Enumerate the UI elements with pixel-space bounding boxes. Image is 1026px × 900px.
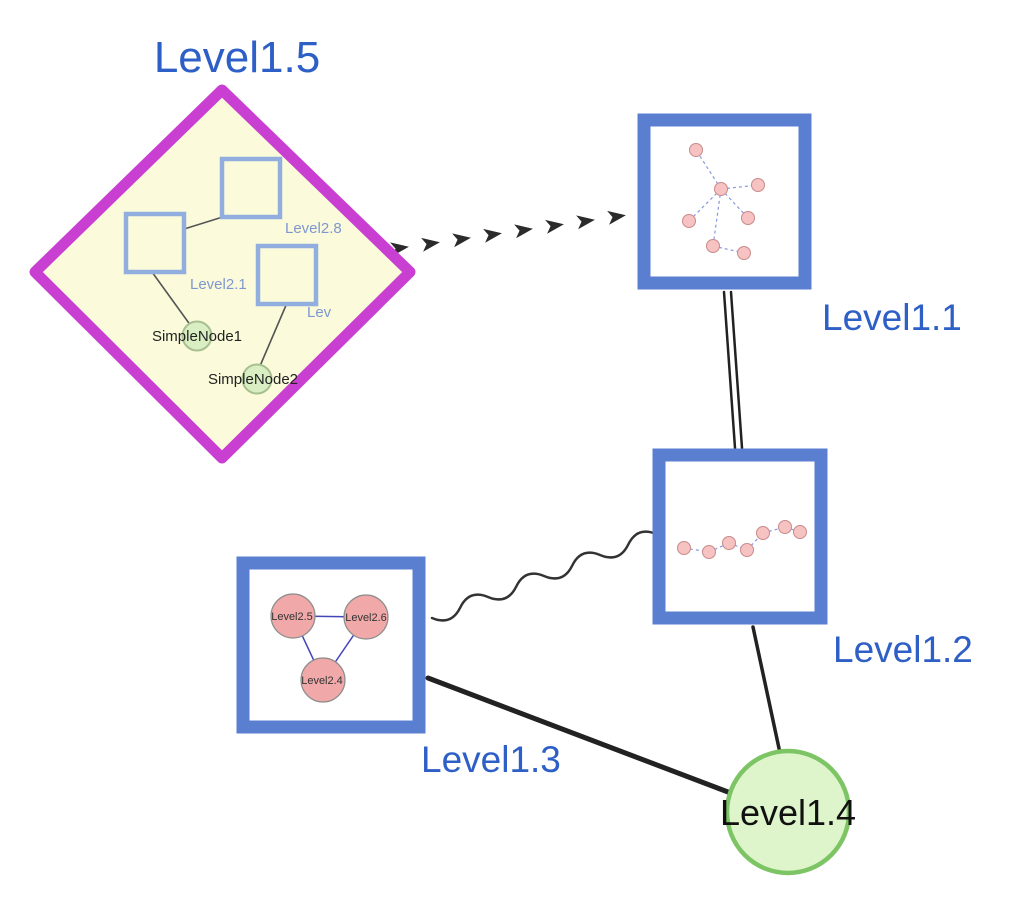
node-level14[interactable] bbox=[724, 748, 852, 876]
mini-node[interactable] bbox=[741, 211, 755, 225]
simple-node-2-label: SimpleNode2 bbox=[208, 371, 298, 388]
node-level12[interactable] bbox=[652, 448, 828, 625]
simple-node-2[interactable] bbox=[241, 363, 273, 395]
level15-label: Level1.5 bbox=[154, 33, 320, 82]
node-level15-diamond[interactable]: Level2.8 Level2.1 Lev SimpleNode1 Simple… bbox=[29, 84, 416, 464]
level14-label: Level1.4 bbox=[720, 792, 856, 833]
mini-node[interactable] bbox=[677, 541, 691, 555]
edge-level15-level11-dashed-arrows[interactable] bbox=[390, 206, 657, 257]
mini-node[interactable] bbox=[751, 178, 765, 192]
node-level11[interactable] bbox=[637, 113, 812, 290]
mini-node[interactable] bbox=[689, 143, 703, 157]
edge-level13-level14[interactable] bbox=[425, 675, 731, 795]
inner-square-left[interactable] bbox=[123, 211, 187, 275]
edge-level11-level12-double[interactable] bbox=[722, 290, 744, 450]
level13-child-right-label: Level2.6 bbox=[345, 612, 387, 624]
level11-label: Level1.1 bbox=[822, 297, 962, 338]
mini-node[interactable] bbox=[740, 543, 754, 557]
inner-square-right[interactable] bbox=[255, 243, 319, 307]
simple-node-1[interactable] bbox=[181, 320, 213, 352]
inner-square-top[interactable] bbox=[219, 156, 283, 220]
mini-node[interactable] bbox=[714, 182, 728, 196]
level12-label: Level1.2 bbox=[833, 629, 973, 670]
level13-label: Level1.3 bbox=[421, 739, 561, 780]
edge-level12-level14[interactable] bbox=[751, 625, 782, 755]
mini-node[interactable] bbox=[756, 526, 770, 540]
mini-node[interactable] bbox=[706, 239, 720, 253]
mini-node[interactable] bbox=[737, 246, 751, 260]
inner-square-left-label: Level2.1 bbox=[190, 276, 247, 293]
mini-node[interactable] bbox=[722, 536, 736, 550]
edge-level13-level12-wavy[interactable] bbox=[430, 530, 658, 622]
edge-square-left-simplenode1 bbox=[151, 271, 192, 327]
mini-node[interactable] bbox=[682, 214, 696, 228]
level13-mini-graph: Level2.5 Level2.6 Level2.4 bbox=[270, 593, 389, 703]
mini-node[interactable] bbox=[702, 545, 716, 559]
level12-mini-graph bbox=[677, 520, 807, 559]
node-level13[interactable]: Level2.5 Level2.6 Level2.4 bbox=[236, 556, 426, 734]
level13-child-left-label: Level2.5 bbox=[271, 611, 313, 623]
level13-child-bottom-label: Level2.4 bbox=[301, 675, 343, 687]
level13-child-node-right[interactable] bbox=[343, 594, 389, 640]
inner-square-top-label: Level2.8 bbox=[285, 220, 342, 237]
mini-node[interactable] bbox=[778, 520, 792, 534]
simple-node-1-label: SimpleNode1 bbox=[152, 328, 242, 345]
mini-node[interactable] bbox=[793, 525, 807, 539]
inner-square-right-label: Lev bbox=[307, 304, 332, 321]
level11-mini-graph bbox=[682, 143, 765, 260]
level13-child-node-left[interactable] bbox=[270, 593, 316, 639]
edge-square-right-simplenode2 bbox=[259, 302, 288, 367]
diamond-shape[interactable] bbox=[29, 84, 416, 464]
level13-child-node-bottom[interactable] bbox=[300, 657, 346, 703]
